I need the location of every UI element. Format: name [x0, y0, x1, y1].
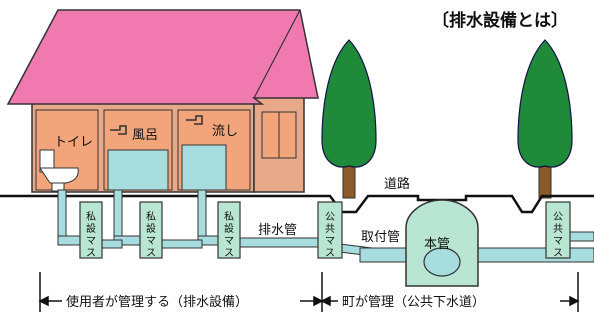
bath-faucet-icon: [110, 125, 127, 135]
drain-pipes: [57, 189, 594, 263]
user-managed-label: 使用者が管理する（排水設備）: [66, 294, 248, 310]
town-managed-label: 町が管理（公共下水道）: [342, 295, 485, 310]
road-label: 道路: [384, 176, 410, 192]
bathtub: [107, 149, 169, 191]
bath-label: 風呂: [132, 128, 158, 143]
user-range-arrow: [38, 295, 324, 307]
private-masu-2: [139, 201, 163, 259]
town-range-arrow: [320, 295, 580, 307]
private-masu-group: [79, 201, 241, 259]
main-sewer-pipe: [465, 247, 594, 263]
tree-right: [517, 39, 573, 199]
house: トイレ 風呂 流し: [6, 9, 319, 193]
main-pipe-section: [423, 247, 461, 277]
manhole: [405, 199, 479, 287]
private-masu-label-2: 私設マス: [146, 211, 156, 259]
toilet-label: トイレ: [54, 135, 93, 150]
public-masu-label-2: 公共マス: [553, 212, 563, 259]
public-masu-1: [317, 201, 343, 259]
sink-faucet-icon: [186, 115, 203, 125]
public-masu-label-1: 公共マス: [325, 212, 335, 259]
sink-label: 流し: [212, 124, 238, 139]
connection-pipe-label: 取付管: [361, 230, 400, 245]
private-masu-3: [217, 201, 241, 259]
private-masu-label-3: 私設マス: [224, 211, 234, 259]
diagram-title: 〔排水設備とは〕: [432, 10, 568, 31]
tree-left: [321, 39, 377, 199]
private-masu-label-1: 私設マス: [86, 211, 96, 259]
public-masu-2: [545, 201, 571, 259]
drain-pipe-label: 排水管: [258, 223, 297, 238]
toilet-fixture: [39, 149, 79, 192]
sink-basin: [181, 144, 227, 191]
house-roof: [6, 9, 319, 105]
main-pipe-label: 本管: [424, 237, 450, 252]
private-masu-1: [79, 201, 103, 259]
